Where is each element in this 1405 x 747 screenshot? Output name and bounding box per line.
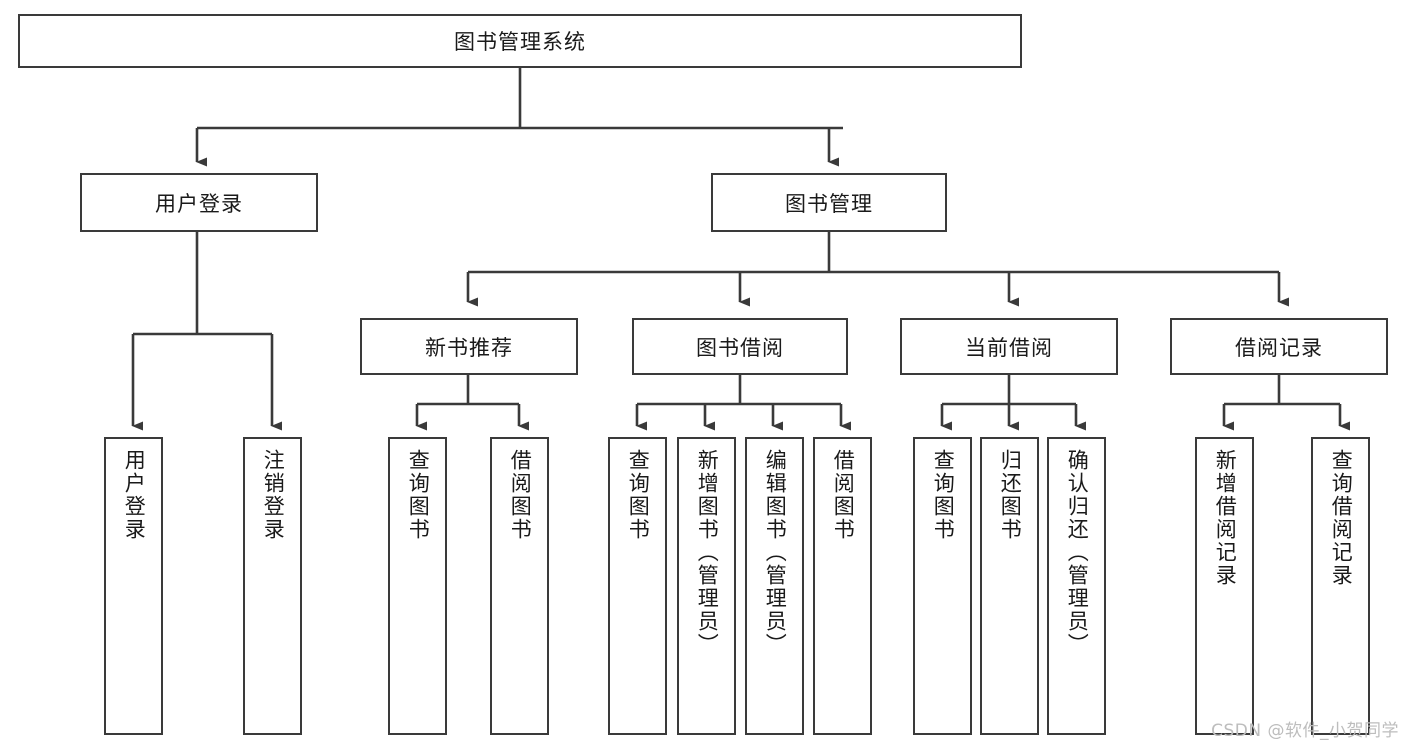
leaf-query-borrow-record-label: 查询借阅记录 (1329, 449, 1354, 587)
node-new-book-recommend[interactable]: 新书推荐 (360, 318, 578, 375)
leaf-query-book-recommend[interactable]: 查询图书 (388, 437, 447, 735)
node-new-book-recommend-label: 新书推荐 (425, 335, 513, 360)
node-root[interactable]: 图书管理系统 (18, 14, 1022, 68)
leaf-query-book-recommend-label: 查询图书 (406, 449, 431, 541)
node-user-login[interactable]: 用户登录 (80, 173, 318, 232)
leaf-query-book-borrow-label: 查询图书 (626, 449, 651, 541)
leaf-add-book-admin-label: 新增图书（管理员） (695, 449, 720, 656)
leaf-confirm-return-admin[interactable]: 确认归还（管理员） (1047, 437, 1106, 735)
leaf-query-book-borrow[interactable]: 查询图书 (608, 437, 667, 735)
leaf-borrow-book[interactable]: 借阅图书 (813, 437, 872, 735)
watermark: CSDN @软件_小贺同学 (1211, 721, 1399, 741)
leaf-edit-book-admin-label: 编辑图书（管理员） (763, 449, 788, 656)
leaf-query-book-current-label: 查询图书 (931, 449, 956, 541)
node-current-borrow-label: 当前借阅 (965, 335, 1053, 360)
leaf-add-borrow-record-label: 新增借阅记录 (1213, 449, 1238, 587)
node-book-management-label: 图书管理 (785, 191, 873, 216)
leaf-add-borrow-record[interactable]: 新增借阅记录 (1195, 437, 1254, 735)
node-root-label: 图书管理系统 (454, 30, 586, 54)
leaf-query-book-current[interactable]: 查询图书 (913, 437, 972, 735)
leaf-confirm-return-admin-label: 确认归还（管理员） (1065, 449, 1090, 656)
leaf-borrow-book-recommend[interactable]: 借阅图书 (490, 437, 549, 735)
node-book-borrow[interactable]: 图书借阅 (632, 318, 848, 375)
leaf-return-book[interactable]: 归还图书 (980, 437, 1039, 735)
node-borrow-record-label: 借阅记录 (1235, 335, 1323, 360)
leaf-return-book-label: 归还图书 (998, 449, 1023, 541)
node-book-management[interactable]: 图书管理 (711, 173, 947, 232)
node-book-borrow-label: 图书借阅 (696, 335, 784, 360)
leaf-query-borrow-record[interactable]: 查询借阅记录 (1311, 437, 1370, 735)
node-user-login-label: 用户登录 (155, 191, 243, 216)
leaf-user-login-label: 用户登录 (122, 449, 147, 541)
leaf-borrow-book-recommend-label: 借阅图书 (508, 449, 533, 541)
leaf-user-login[interactable]: 用户登录 (104, 437, 163, 735)
leaf-logout[interactable]: 注销登录 (243, 437, 302, 735)
node-current-borrow[interactable]: 当前借阅 (900, 318, 1118, 375)
node-borrow-record[interactable]: 借阅记录 (1170, 318, 1388, 375)
leaf-logout-label: 注销登录 (261, 449, 286, 541)
leaf-add-book-admin[interactable]: 新增图书（管理员） (677, 437, 736, 735)
leaf-edit-book-admin[interactable]: 编辑图书（管理员） (745, 437, 804, 735)
leaf-borrow-book-label: 借阅图书 (831, 449, 856, 541)
